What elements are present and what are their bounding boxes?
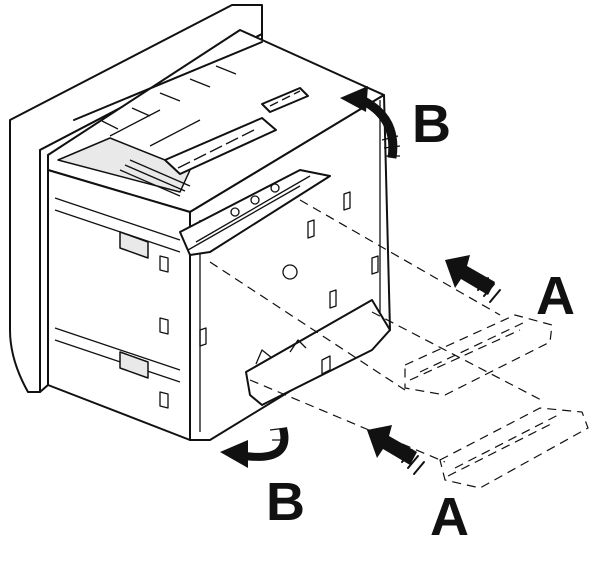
upper-mounting-clip (179, 169, 331, 256)
rotation-arrow-bottom (220, 426, 289, 468)
rotation-arrow-top (340, 86, 401, 159)
callout-a-middle: A (536, 266, 575, 326)
insertion-arrow-middle (445, 255, 501, 303)
callout-b-top: B (412, 94, 451, 154)
callout-a-bottom: A (430, 487, 469, 547)
guide-lines (209, 199, 546, 463)
lower-clip-dashed (439, 407, 589, 489)
upper-clip-dashed (404, 314, 553, 396)
callout-b-bottom: B (266, 472, 305, 532)
housing-left-side (47, 169, 191, 441)
insertion-arrow-bottom (367, 425, 425, 475)
lower-mounting-clip (245, 299, 391, 406)
